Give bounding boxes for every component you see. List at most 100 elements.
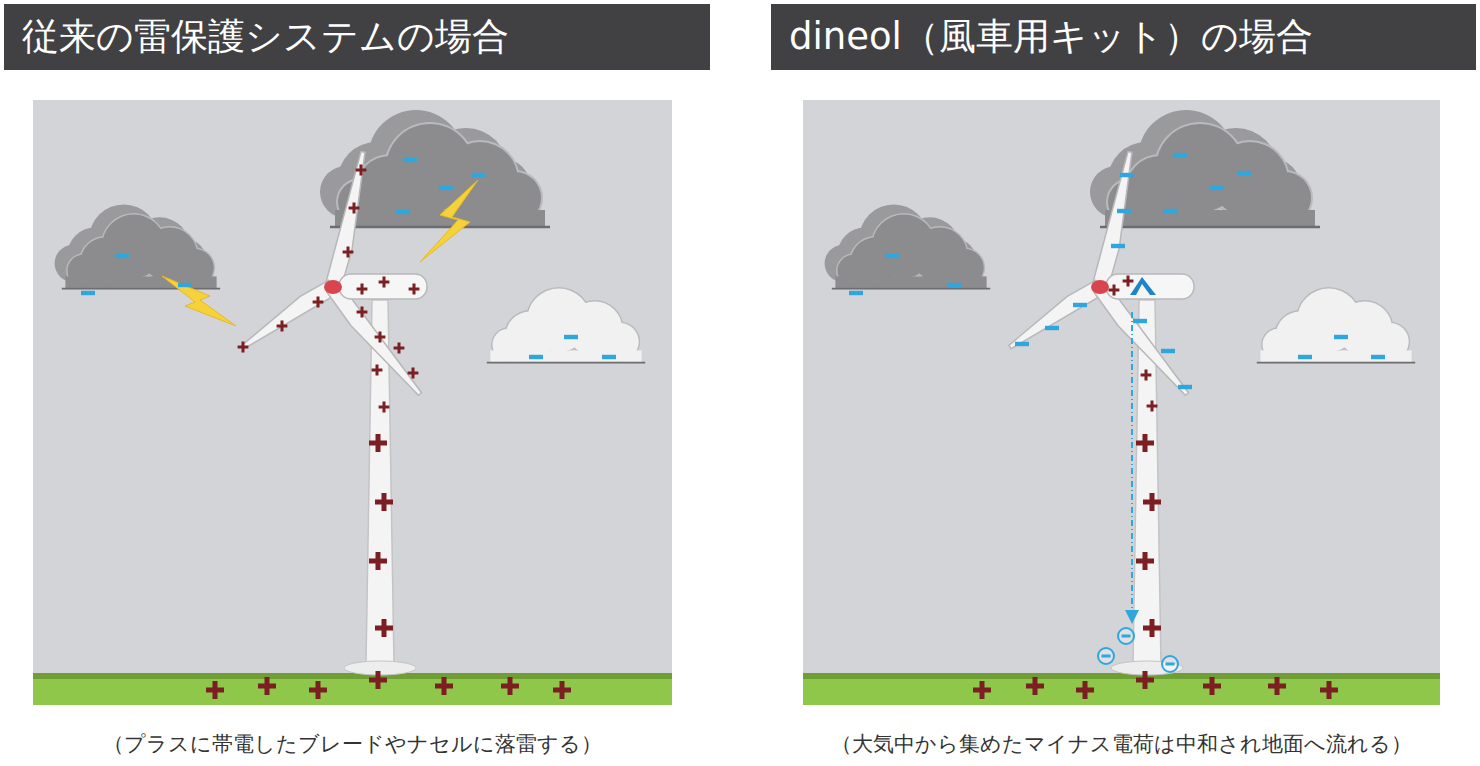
cloud-base <box>835 276 986 288</box>
cloud-base <box>335 210 545 226</box>
header-text: dineol（風車用キット）の場合 <box>771 12 1313 62</box>
neutralized-charge-sign <box>1102 655 1111 658</box>
negative-charge <box>564 335 578 339</box>
lightning-bolt <box>420 180 478 262</box>
positive-charge <box>356 165 367 176</box>
positive-charge <box>258 677 276 695</box>
positive-charge <box>1320 681 1338 699</box>
negative-charge <box>602 355 616 359</box>
cloud-line <box>487 362 645 364</box>
negative-charge <box>1111 244 1125 248</box>
positive-charge <box>369 434 387 452</box>
negative-charge <box>1161 349 1175 353</box>
positive-charge <box>409 284 420 295</box>
negative-charge <box>885 254 899 258</box>
positive-charge <box>277 321 288 332</box>
positive-charge <box>394 343 405 354</box>
charge-flow-head <box>1125 610 1139 624</box>
positive-charge <box>973 681 991 699</box>
positive-charge <box>553 681 571 699</box>
positive-charge <box>206 681 224 699</box>
neutralized-charge <box>1118 628 1134 644</box>
cloud <box>320 110 550 227</box>
cloud-line <box>330 226 550 229</box>
positive-charge <box>375 493 393 511</box>
positive-charge <box>1136 552 1154 570</box>
positive-charge <box>343 247 354 258</box>
positive-charge <box>1268 677 1286 695</box>
negative-charge <box>1117 209 1131 213</box>
negative-charge <box>396 210 410 214</box>
panel-bg <box>803 100 1440 705</box>
nacelle <box>339 274 427 299</box>
positive-charge <box>1123 276 1134 287</box>
panel-bg <box>33 100 672 705</box>
negative-charge <box>1163 209 1177 213</box>
cloud <box>825 204 991 288</box>
negative-charge <box>1371 355 1385 359</box>
positive-charge <box>357 284 368 295</box>
positive-charge <box>375 332 386 343</box>
negative-charge <box>115 254 129 258</box>
cloud <box>487 287 645 363</box>
caption: （大気中から集めたマイナス電荷は中和され地面へ流れる） <box>831 730 1412 758</box>
lightning-bolt <box>162 276 236 326</box>
hub <box>1091 280 1109 294</box>
positive-charge <box>313 297 324 308</box>
positive-charge <box>357 307 368 318</box>
positive-charge <box>1136 434 1154 452</box>
caption: （プラスに帯電したブレードやナセルに落雷する） <box>103 730 602 758</box>
neutralized-charge <box>1162 656 1178 672</box>
negative-charge <box>1210 186 1224 190</box>
cloud-line <box>1100 226 1320 229</box>
cloud-line <box>1257 362 1415 364</box>
negative-charge <box>471 173 485 177</box>
cloud-base <box>1105 210 1315 226</box>
positive-charge <box>1147 401 1158 412</box>
cloud-base <box>1260 350 1411 362</box>
positive-charge <box>372 365 383 376</box>
cloud <box>1257 287 1415 363</box>
negative-charge <box>1073 303 1087 307</box>
positive-charge <box>1109 285 1120 296</box>
cloud-base <box>65 276 216 288</box>
hub <box>324 280 342 294</box>
positive-charge <box>1026 677 1044 695</box>
turbine-blade <box>242 280 338 348</box>
neutralized-charge-sign <box>1122 635 1131 638</box>
positive-charge <box>379 402 390 413</box>
negative-charge <box>1015 342 1029 346</box>
positive-charge <box>349 203 360 214</box>
positive-charge <box>309 681 327 699</box>
positive-charge <box>238 342 249 353</box>
negative-charge <box>1237 171 1251 175</box>
neutralized-charge-sign <box>1166 663 1175 666</box>
turbine-blade <box>1092 152 1132 289</box>
turbine-blade <box>1009 280 1105 348</box>
negative-charge <box>439 186 453 190</box>
negative-charge <box>948 283 962 287</box>
negative-charge <box>178 283 192 287</box>
positive-charge <box>1136 671 1154 689</box>
positive-charge <box>1203 677 1221 695</box>
negative-charge <box>1133 319 1147 323</box>
neutralized-charge <box>1098 648 1114 664</box>
header-text: 従来の雷保護システムの場合 <box>4 12 509 62</box>
negative-charge <box>529 355 543 359</box>
positive-charge <box>1143 493 1161 511</box>
positive-charge <box>1143 619 1161 637</box>
grass <box>33 673 672 705</box>
negative-charge <box>849 291 863 295</box>
positive-charge <box>1141 370 1152 381</box>
charge-flow-line <box>1131 312 1133 612</box>
negative-charge <box>81 291 95 295</box>
header-bar: 従来の雷保護システムの場合 <box>4 4 710 70</box>
negative-charge <box>1120 173 1134 177</box>
positive-charge <box>1076 681 1094 699</box>
negative-charge <box>1178 385 1192 389</box>
positive-charge <box>501 677 519 695</box>
positive-charge <box>408 368 419 379</box>
negative-charge <box>403 158 417 162</box>
positive-charge <box>369 552 387 570</box>
